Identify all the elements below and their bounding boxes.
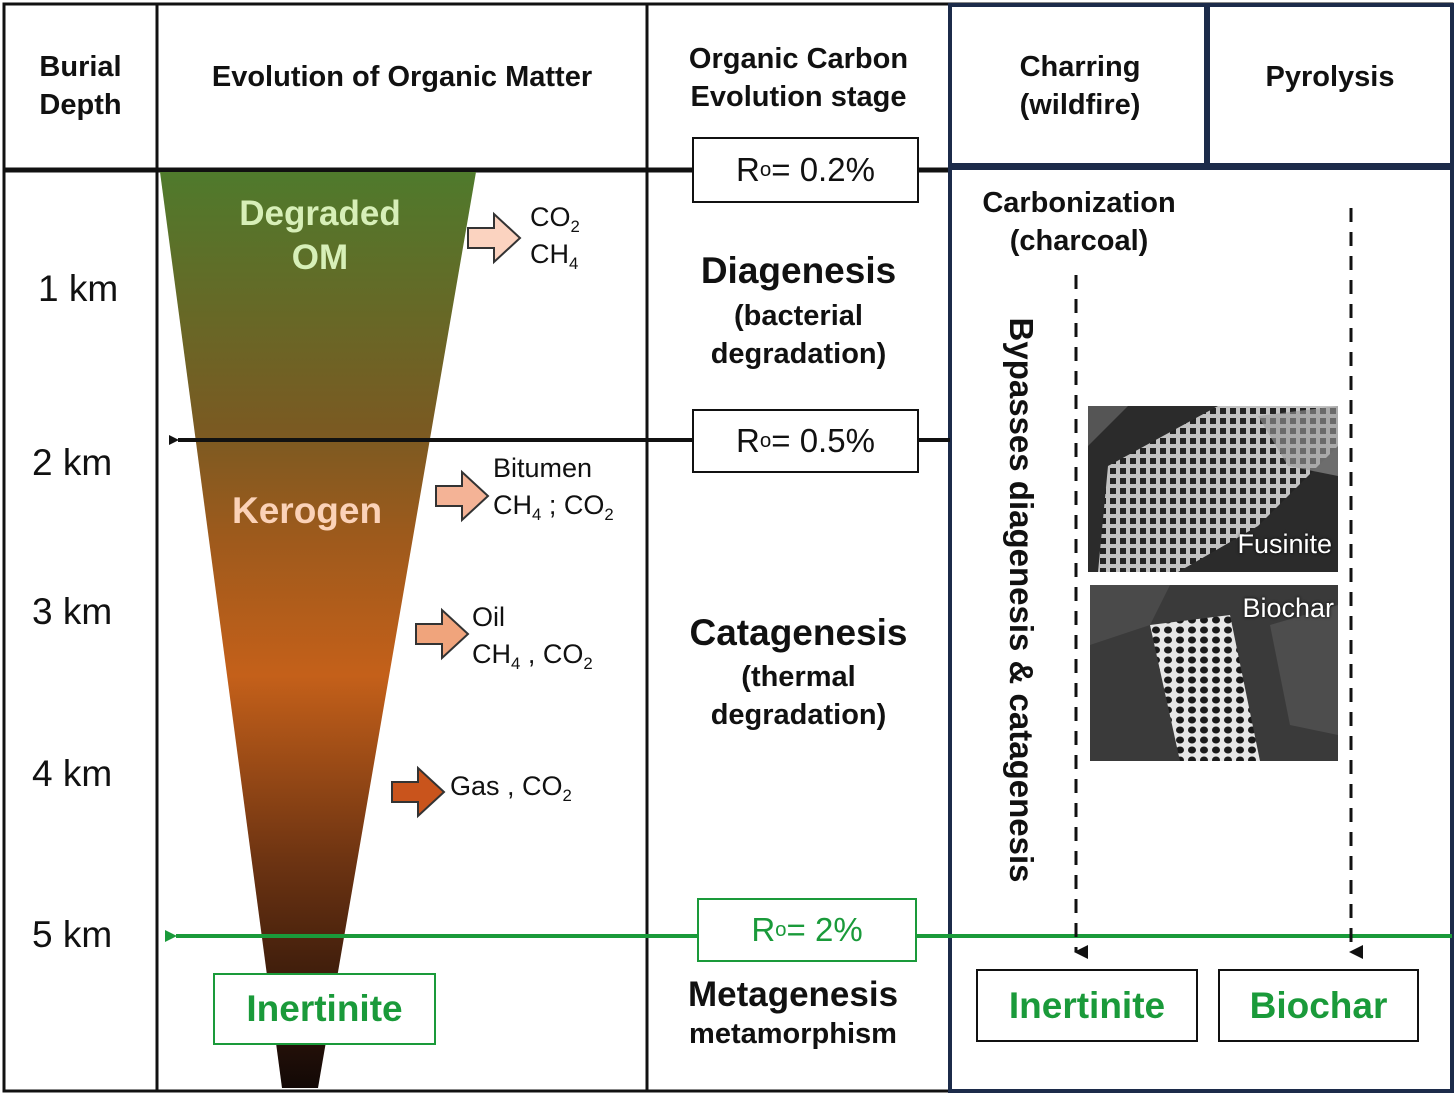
depth-label: 5 km: [32, 914, 113, 955]
products-4: Gas , CO2: [450, 771, 572, 805]
kerogen-label: Kerogen: [232, 490, 383, 531]
organic-matter-funnel: [160, 172, 476, 1088]
products-1: CO2 CH4: [530, 202, 580, 273]
depth-label: 1 km: [38, 268, 119, 309]
inertinite-box-right: Inertinite: [976, 969, 1198, 1042]
metamorphism-label: metamorphism: [689, 1018, 897, 1050]
fusinite-image: Fusinite: [1088, 406, 1338, 572]
inertinite-box-left: Inertinite: [213, 973, 436, 1045]
products-2: Bitumen CH4 ; CO2: [493, 453, 614, 524]
biochar-image: Biochar: [1090, 585, 1338, 761]
header-charring: Charring(wildfire): [1019, 51, 1141, 121]
biochar-box: Biochar: [1218, 969, 1419, 1042]
catagenesis-title: Catagenesis: [689, 612, 908, 653]
header-pyrolysis: Pyrolysis: [1265, 61, 1395, 93]
metagenesis-title: Metagenesis: [687, 975, 899, 1014]
header-evolution: Evolution of Organic Matter: [211, 61, 593, 93]
fusinite-micrograph: [1088, 406, 1338, 572]
pyrolysis-header-cell: [1206, 3, 1454, 167]
depth-label: 3 km: [32, 591, 113, 632]
biochar-micrograph: [1090, 585, 1338, 761]
depth-label: 4 km: [32, 753, 113, 794]
fusinite-caption: Fusinite: [1237, 529, 1332, 559]
diagenesis-title: Diagenesis: [700, 250, 897, 291]
bypass-label: Bypasses diagenesis & catagenesis: [1003, 317, 1040, 883]
product-arrow-2: [435, 469, 490, 523]
products-3: Oil CH4 , CO2: [472, 602, 593, 673]
product-arrow-3: [415, 607, 470, 661]
right-panel: [948, 166, 1454, 1093]
biochar-caption: Biochar: [1242, 593, 1334, 623]
depth-label: 2 km: [32, 442, 113, 483]
carbonization-label: Carbonization(charcoal): [982, 187, 1176, 257]
product-arrow-1: [467, 211, 522, 265]
product-arrow-4: [391, 765, 446, 819]
